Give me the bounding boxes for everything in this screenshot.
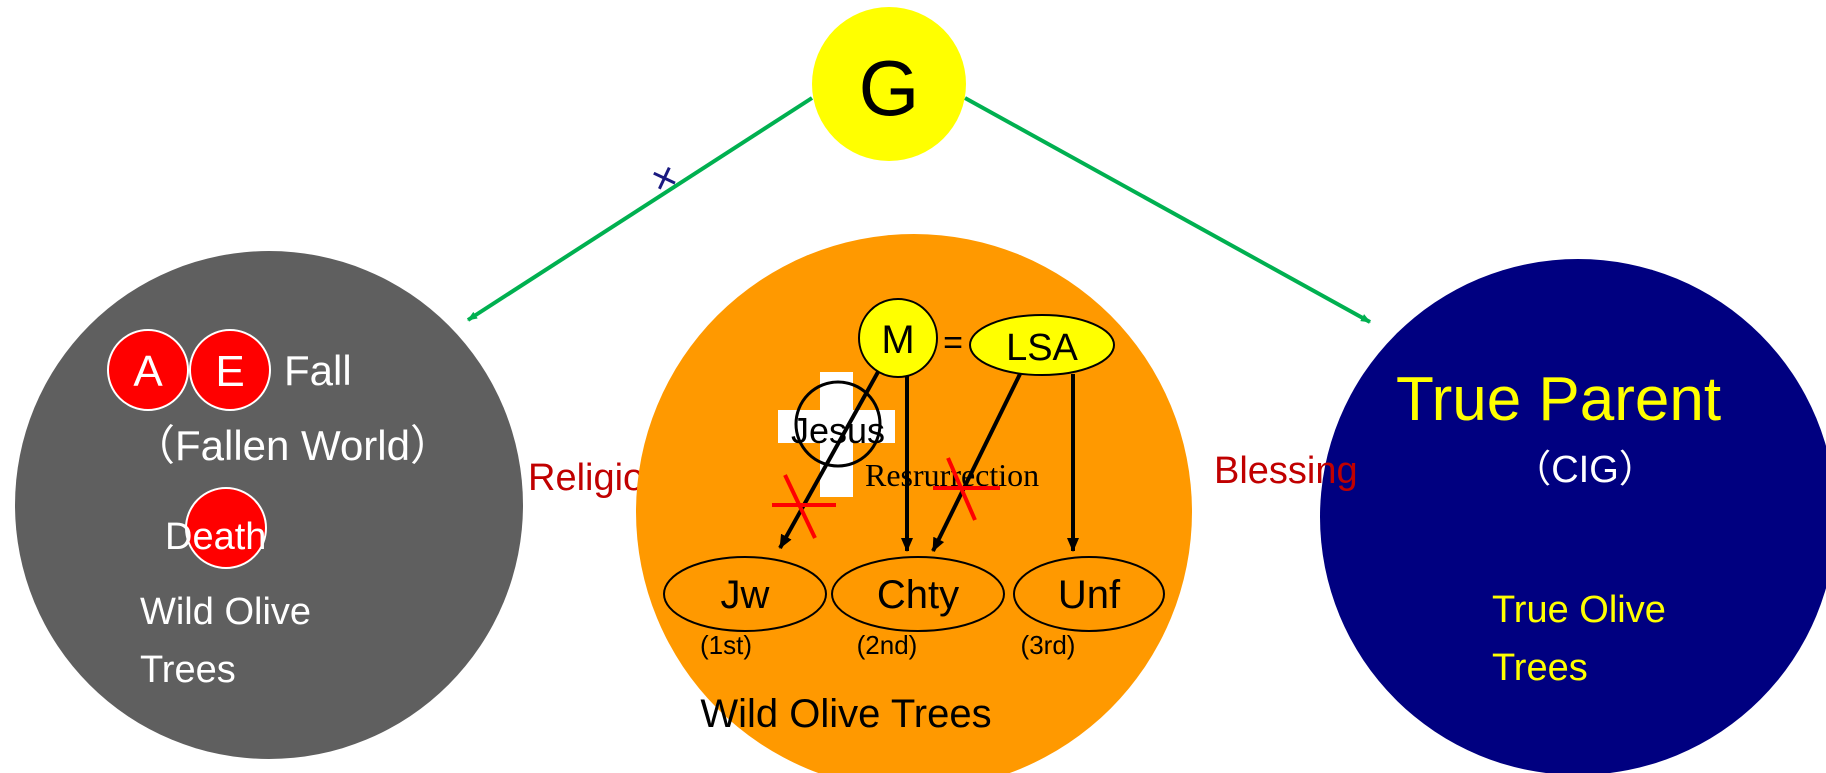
death-circle <box>185 487 267 569</box>
eve-circle <box>189 329 271 411</box>
lsa-ellipse <box>969 314 1115 376</box>
arrow-m-to-jw <box>778 371 880 549</box>
blessing-label: Blessing <box>1214 450 1358 492</box>
third-label: (3rd) <box>1021 630 1076 660</box>
wild-olive-line2: Trees <box>140 649 236 691</box>
jw-ellipse <box>663 556 827 632</box>
fallen-world-circle <box>15 251 523 759</box>
block-mark-chty <box>933 457 1000 521</box>
fall-label: Fall <box>284 347 352 394</box>
arrow-to-true-world <box>964 96 1371 324</box>
wild-olive-trees-label: Wild Olive Trees <box>700 692 991 736</box>
messiah-circle <box>858 298 938 378</box>
death-label: Death <box>165 516 266 558</box>
messiah-label: M <box>881 318 914 362</box>
lsa-label: LSA <box>1006 327 1078 369</box>
true-world-circle <box>1320 259 1826 773</box>
adam-circle <box>107 329 189 411</box>
cig-label: （CIG） <box>1513 449 1657 491</box>
chty-ellipse <box>831 556 1005 632</box>
god-circle <box>812 7 966 161</box>
equals-sign: = <box>943 324 963 362</box>
fallen-world-label: （Fallen World） <box>133 422 452 469</box>
blocked-mark: × <box>645 151 684 204</box>
jw-label: Jw <box>721 573 770 617</box>
chty-label: Chty <box>877 573 959 617</box>
arrow-to-fallen-world <box>466 96 814 322</box>
second-label: (2nd) <box>857 630 918 660</box>
god-label: G <box>859 44 920 132</box>
block-mark-jw <box>772 474 836 539</box>
true-parent-label: True Parent <box>1396 365 1721 434</box>
unf-ellipse <box>1013 556 1165 632</box>
eve-label: E <box>215 347 244 396</box>
adam-label: A <box>133 347 163 396</box>
first-label: (1st) <box>700 630 752 660</box>
unf-label: Unf <box>1058 573 1121 617</box>
jesus-circle <box>794 380 882 468</box>
wild-olive-line1: Wild Olive <box>140 591 311 633</box>
arrow-lsa-to-chty <box>931 373 1022 552</box>
true-olive-line1: True Olive <box>1492 589 1666 631</box>
true-olive-line2: Trees <box>1492 647 1588 689</box>
